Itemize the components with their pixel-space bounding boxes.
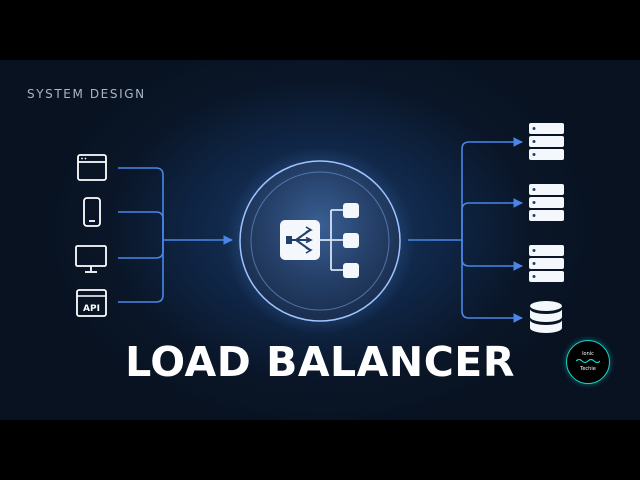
channel-logo: Ionic Techie bbox=[566, 340, 610, 384]
mobile-phone-icon bbox=[83, 197, 101, 227]
connector-api bbox=[118, 240, 164, 303]
wave-icon bbox=[576, 358, 600, 364]
section-kicker: SYSTEM DESIGN bbox=[27, 87, 146, 101]
database-icon bbox=[530, 301, 562, 333]
logo-text-bottom: Techie bbox=[580, 366, 596, 372]
page-title: LOAD BALANCER bbox=[125, 338, 515, 386]
backend-connectors bbox=[408, 137, 523, 323]
load-balancer-node bbox=[226, 147, 414, 335]
server-icon bbox=[529, 184, 564, 221]
desktop-monitor-icon bbox=[75, 245, 107, 273]
api-icon: API bbox=[76, 289, 107, 317]
architecture-diagram: API bbox=[75, 123, 564, 335]
connector-server-1 bbox=[461, 137, 523, 240]
diagram-panel: SYSTEM DESIGN bbox=[0, 60, 640, 420]
connector-server-3 bbox=[461, 240, 523, 271]
connector-desktop bbox=[118, 240, 164, 259]
logo-text-top: Ionic bbox=[582, 351, 594, 357]
client-connectors bbox=[118, 167, 233, 303]
connector-database bbox=[461, 240, 523, 323]
connector-browser bbox=[118, 167, 164, 240]
server-icon bbox=[529, 245, 564, 282]
server-icon bbox=[529, 123, 564, 160]
load-balancer-icon bbox=[280, 203, 359, 278]
browser-window-icon bbox=[77, 154, 107, 181]
connector-mobile bbox=[118, 211, 164, 240]
connector-server-2 bbox=[461, 198, 523, 240]
api-label: API bbox=[83, 304, 100, 314]
